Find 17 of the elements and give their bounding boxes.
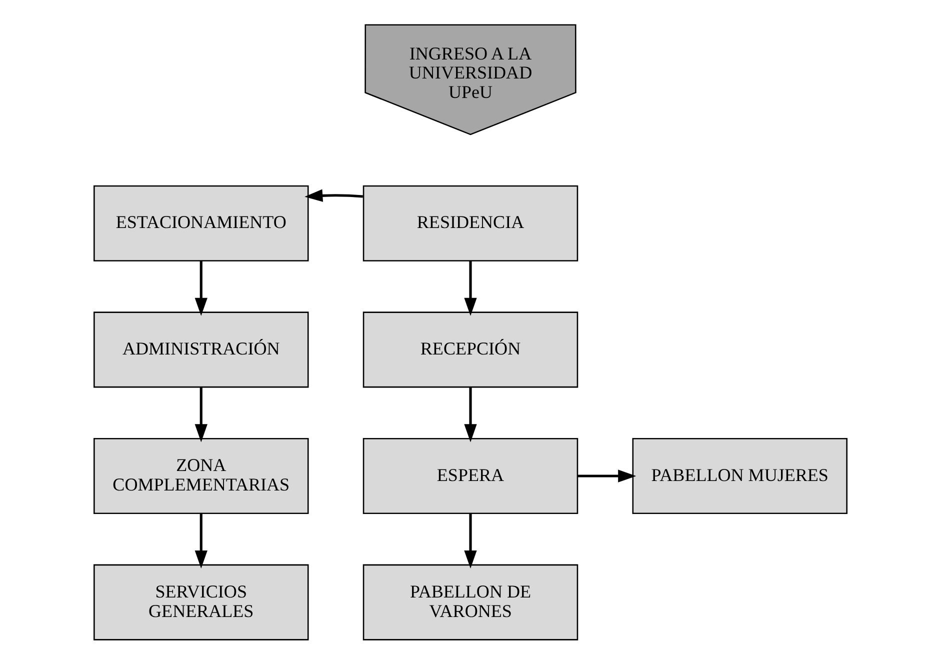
node-box: SERVICIOS GENERALES — [93, 564, 308, 640]
arrow — [577, 470, 636, 482]
arrow — [304, 189, 362, 202]
arrow — [464, 513, 476, 569]
arrow — [194, 387, 207, 442]
node-box: ZONA COMPLEMENTARIAS — [93, 438, 308, 514]
node-box: RECEPCIÓN — [362, 312, 578, 388]
node-box: PABELLON MUJERES — [632, 438, 847, 514]
node-box: ADMINISTRACIÓN — [93, 312, 308, 388]
node-box: ESTACIONAMIENTO — [93, 185, 308, 262]
node-box: RESIDENCIA — [362, 185, 578, 262]
arrow — [194, 260, 207, 316]
arrow — [464, 260, 476, 316]
node-box: ESPERA — [362, 438, 578, 514]
arrow — [464, 387, 476, 442]
arrow — [194, 513, 207, 569]
node-box: PABELLON DE VARONES — [362, 564, 578, 640]
